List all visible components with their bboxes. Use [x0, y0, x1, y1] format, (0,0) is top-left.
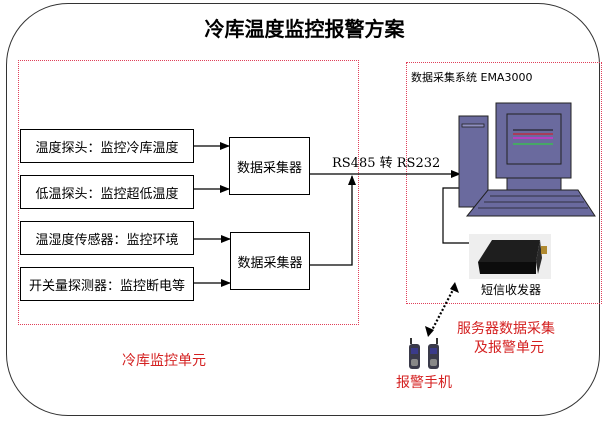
monitoring-unit-region [18, 60, 359, 325]
sensor-box-low-temperature: 低温探头：监控超低温度 [20, 175, 194, 209]
computer-icon [458, 102, 596, 217]
outer-frame [6, 3, 600, 416]
collector-label: 数据采集器 [237, 255, 303, 271]
collector-label: 数据采集器 [236, 160, 302, 176]
monitoring-unit-label: 冷库监控单元 [122, 353, 206, 369]
sensor-box-humidity: 温湿度传感器：监控环境 [20, 221, 194, 255]
sms-device-label: 短信收发器 [481, 283, 542, 297]
arrow-collector2-to-bus [310, 175, 356, 266]
data-collector-2: 数据采集器 [230, 232, 310, 290]
server-unit-label-line2: 及报警单元 [474, 340, 544, 356]
server-unit-label-line1: 服务器数据采集 [457, 321, 555, 337]
sensor-box-temperature: 温度探头：监控冷库温度 [20, 129, 194, 163]
link-protocol-label: RS485 转 RS232 [332, 156, 441, 171]
sensor-label: 开关量探测器：监控断电等 [28, 278, 185, 294]
sensor-label: 温度探头：监控冷库温度 [35, 140, 179, 156]
alarm-phone-label: 报警手机 [396, 375, 452, 391]
sensor-box-switch-detector: 开关量探测器：监控断电等 [20, 267, 194, 301]
server-unit-region [406, 62, 602, 304]
line-computer-to-sms [442, 187, 475, 244]
system-label: 数据采集系统 EMA3000 [411, 71, 533, 84]
sensor-label: 低温探头：监控超低温度 [35, 186, 179, 202]
sensor-label: 温湿度传感器：监控环境 [35, 232, 179, 248]
alarm-phone-icon [409, 338, 439, 369]
data-collector-1: 数据采集器 [229, 137, 310, 195]
diagram-title: 冷库温度监控报警方案 [204, 17, 405, 41]
wireless-link [430, 285, 456, 333]
sms-device-icon [469, 234, 551, 279]
